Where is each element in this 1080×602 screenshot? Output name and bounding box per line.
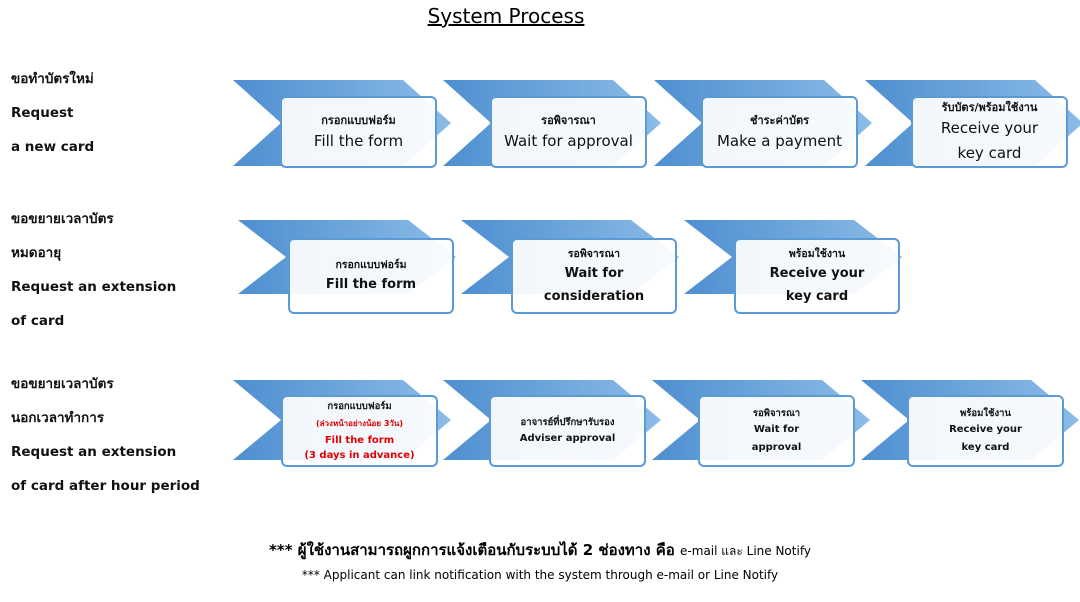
step-box: ชำระค่าบัตร Make a payment <box>701 96 858 168</box>
step-thai-label: กรอกแบบฟอร์ม <box>327 401 392 412</box>
row-label-line: Request an extension <box>11 279 177 295</box>
step-english-label: Adviser approval <box>519 432 616 444</box>
step-box: พร้อมใช้งาน Receive your key card <box>734 238 900 314</box>
step-english-label: Fill the form <box>325 277 417 292</box>
row-label-extension: ขอขยายเวลาบัตร หมดอายุ Request an extens… <box>11 202 176 338</box>
row-label-line: ขอขยายเวลาบัตร <box>11 211 114 227</box>
step-box: กรอกแบบฟอร์ม Fill the form <box>280 96 437 168</box>
step-thai-label: ชำระค่าบัตร <box>749 113 810 127</box>
row-label-after-hours: ขอขยายเวลาบัตร นอกเวลาทำการ Request an e… <box>11 367 200 503</box>
step-note: (ล่วงหน้าอย่างน้อย 3วัน) <box>315 419 403 428</box>
row-label-line: หมดอายุ <box>11 245 62 261</box>
row-label-line: of card after hour period <box>11 478 200 494</box>
footer-english-note: *** Applicant can link notification with… <box>301 568 779 582</box>
step-english-label: Make a payment <box>716 131 843 150</box>
step-thai-label: รอพิจารณา <box>752 407 801 419</box>
step-box: รอพิจารณา Wait for approval <box>698 395 855 467</box>
step-english-label: Wait for consideration <box>543 265 645 304</box>
row-label-line: นอกเวลาทำการ <box>11 410 105 426</box>
step-box: พร้อมใช้งาน Receive your key card <box>907 395 1064 467</box>
row-label-line: ขอทำบัตรใหม่ <box>11 71 94 87</box>
step-box: รอพิจารณา Wait for approval <box>490 96 647 168</box>
step-thai-label: พร้อมใช้งาน <box>788 247 846 260</box>
row-label-line: of card <box>11 313 65 329</box>
step-english-label: Wait for approval <box>751 423 802 453</box>
step-box: อาจารย์ที่ปรึกษารับรอง Adviser approval <box>489 395 646 467</box>
step-thai-label: อาจารย์ที่ปรึกษารับรอง <box>520 416 615 428</box>
step-english-label: Receive your key card <box>940 119 1039 162</box>
step-thai-label: รอพิจารณา <box>541 113 596 127</box>
row-label-line: Request an extension <box>11 444 177 460</box>
step-english-label: Receive your key card <box>769 265 865 304</box>
step-thai-label: พร้อมใช้งาน <box>960 407 1011 419</box>
step-thai-label: รอพิจารณา <box>567 247 621 260</box>
step-thai-label: รับบัตร/พร้อมใช้งาน <box>941 101 1038 114</box>
step-thai-label: กรอกแบบฟอร์ม <box>335 259 407 271</box>
step-box: กรอกแบบฟอร์ม Fill the form <box>288 238 454 314</box>
row-label-line: ขอขยายเวลาบัตร <box>11 376 114 392</box>
footer-thai-note: *** ผู้ใช้งานสามารถผูกการแจ้งเตือนกับระบ… <box>0 538 1080 562</box>
step-box: กรอกแบบฟอร์ม (ล่วงหน้าอย่างน้อย 3วัน) Fi… <box>281 395 438 467</box>
row-label-line: Request <box>11 105 74 121</box>
step-thai-label: กรอกแบบฟอร์ม <box>321 113 396 127</box>
step-english-label: Receive your key card <box>949 423 1022 453</box>
step-english-label: Fill the form <box>313 131 404 150</box>
footer-thai-text: *** ผู้ใช้งานสามารถผูกการแจ้งเตือนกับระบ… <box>269 541 675 559</box>
page-title: System Process <box>427 4 585 28</box>
step-english-label: Fill the form (3 days in advance) <box>304 435 415 461</box>
row-label-new-card: ขอทำบัตรใหม่ Request a new card <box>11 62 94 164</box>
row-label-line: a new card <box>11 139 95 155</box>
step-english-label: Wait for approval <box>504 131 633 150</box>
step-box: รอพิจารณา Wait for consideration <box>511 238 677 314</box>
footer-thai-channels: e-mail และ Line Notify <box>680 544 811 558</box>
step-box: รับบัตร/พร้อมใช้งาน Receive your key car… <box>911 96 1068 168</box>
